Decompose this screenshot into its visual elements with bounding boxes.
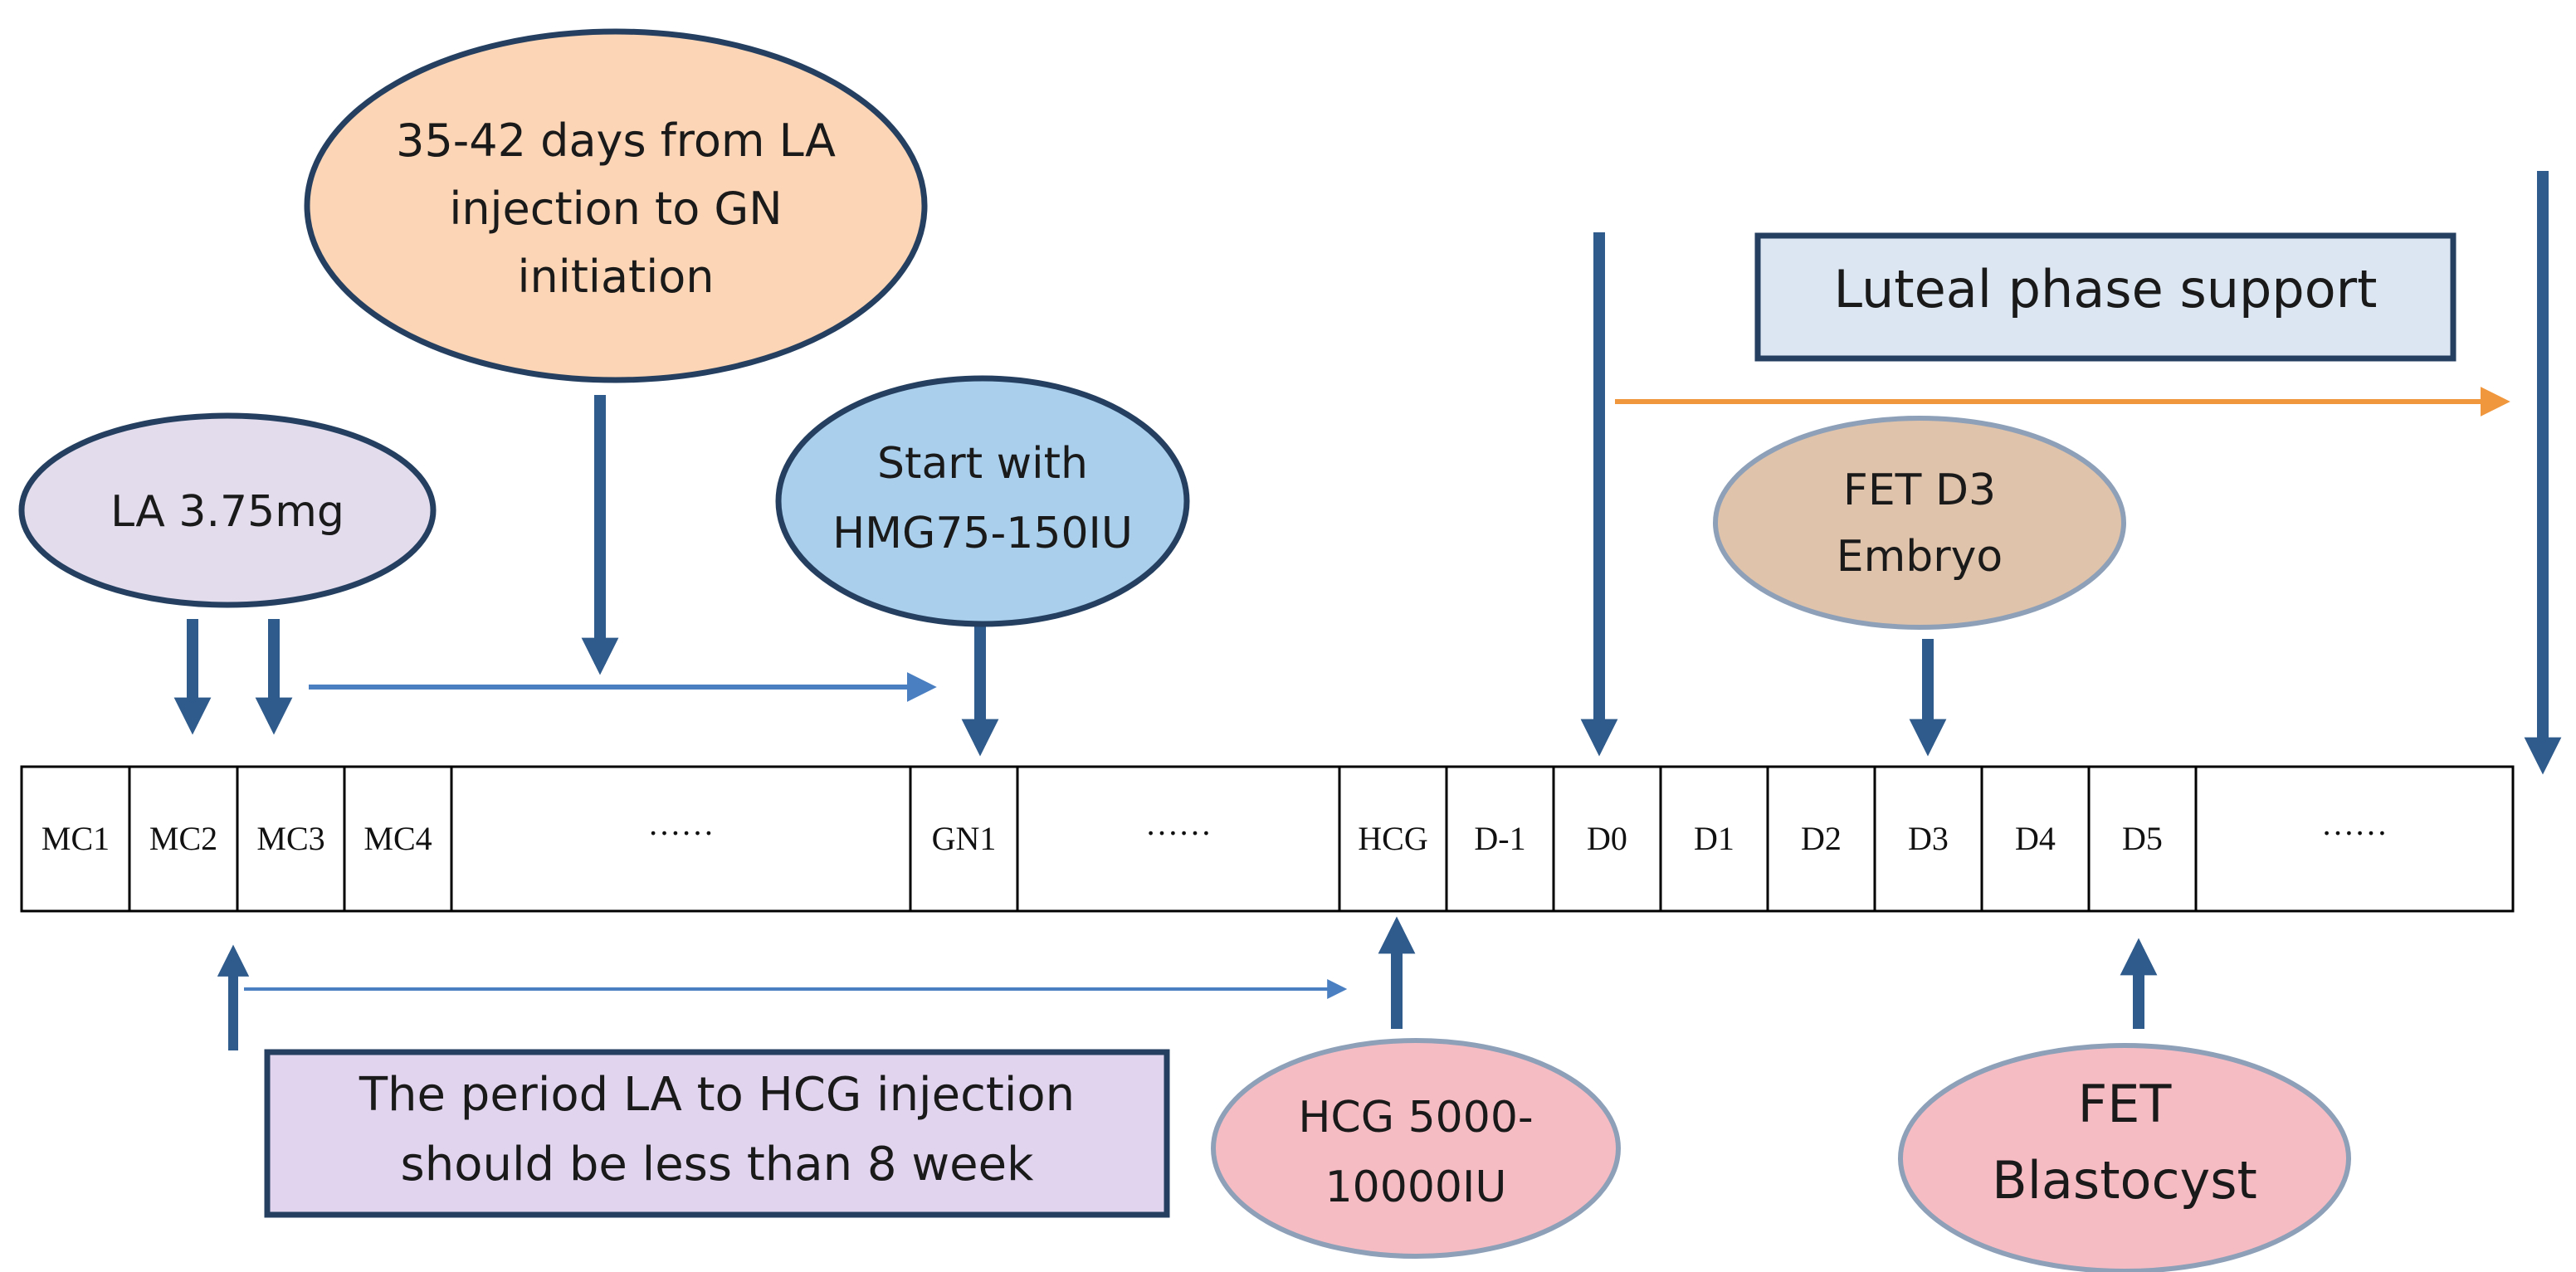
la-to-gn-ellipse: 35-42 days from LA injection to GN initi… bbox=[304, 28, 928, 383]
la-hcg-period-line-2: should be less than 8 week bbox=[401, 1138, 1034, 1192]
la-hcg-period-line-1: The period LA to HCG injection bbox=[359, 1068, 1075, 1122]
timeline-cell-11: D2 bbox=[1801, 820, 1842, 857]
timeline-cell-2: MC3 bbox=[256, 820, 324, 857]
hcg-dose-line-1: HCG 5000- bbox=[1298, 1093, 1533, 1143]
timeline-cell-15: …… bbox=[2321, 805, 2388, 842]
fet-d3-line-2: Embryo bbox=[1837, 532, 2003, 582]
luteal-support-label: Luteal phase support bbox=[1834, 259, 2378, 319]
timeline-cell-12: D3 bbox=[1908, 820, 1949, 857]
timeline-frame bbox=[20, 765, 2515, 913]
timeline-labels: MC1 MC2 MC3 MC4 …… GN1 …… HCG D-1 D0 D1 D2 D3 D4 D5 …… bbox=[41, 805, 2388, 857]
luteal-support-box: Luteal phase support bbox=[1754, 232, 2456, 362]
timeline-cell-14: D5 bbox=[2122, 820, 2163, 857]
timeline-cell-5: GN1 bbox=[932, 820, 997, 857]
timeline-cell-10: D1 bbox=[1694, 820, 1734, 857]
timeline-cell-13: D4 bbox=[2015, 820, 2056, 857]
hcg-dose-ellipse: HCG 5000- 10000IU bbox=[1211, 1038, 1621, 1259]
fet-d3-ellipse: FET D3 Embryo bbox=[1713, 416, 2126, 630]
la-to-gn-line-1: 35-42 days from LA bbox=[396, 115, 836, 167]
timeline-cell-8: D-1 bbox=[1474, 820, 1525, 857]
hmg-start-line-2: HMG75-150IU bbox=[832, 509, 1133, 558]
timeline-cell-1: MC2 bbox=[149, 820, 217, 857]
timeline-cell-6: …… bbox=[1145, 805, 1212, 842]
timeline: MC1 MC2 MC3 MC4 …… GN1 …… HCG D-1 D0 D1 D2 D3 D4 D5 …… bbox=[20, 765, 2515, 913]
timeline-cell-4: …… bbox=[648, 805, 715, 842]
timeline-cell-3: MC4 bbox=[363, 820, 432, 857]
la-dose-label: LA 3.75mg bbox=[110, 487, 344, 537]
la-dose-ellipse: LA 3.75mg bbox=[18, 412, 437, 608]
timeline-cell-7: HCG bbox=[1358, 820, 1427, 857]
hcg-dose-line-2: 10000IU bbox=[1325, 1162, 1507, 1212]
hmg-start-line-1: Start with bbox=[877, 439, 1088, 489]
fet-blastocyst-ellipse: FET Blastocyst bbox=[1898, 1043, 2351, 1272]
timeline-cell-0: MC1 bbox=[41, 820, 110, 857]
hmg-start-ellipse: Start with HMG75-150IU bbox=[775, 375, 1190, 627]
la-to-gn-line-3: initiation bbox=[518, 251, 715, 303]
fet-blastocyst-line-2: Blastocyst bbox=[1992, 1150, 2257, 1211]
timeline-dividers bbox=[128, 767, 2198, 911]
fet-d3-line-1: FET D3 bbox=[1843, 465, 1996, 515]
fet-blastocyst-line-1: FET bbox=[2078, 1074, 2173, 1134]
timeline-cell-9: D0 bbox=[1587, 820, 1627, 857]
la-to-gn-line-2: injection to GN bbox=[449, 183, 782, 235]
la-hcg-period-box: The period LA to HCG injection should be… bbox=[264, 1049, 1170, 1218]
